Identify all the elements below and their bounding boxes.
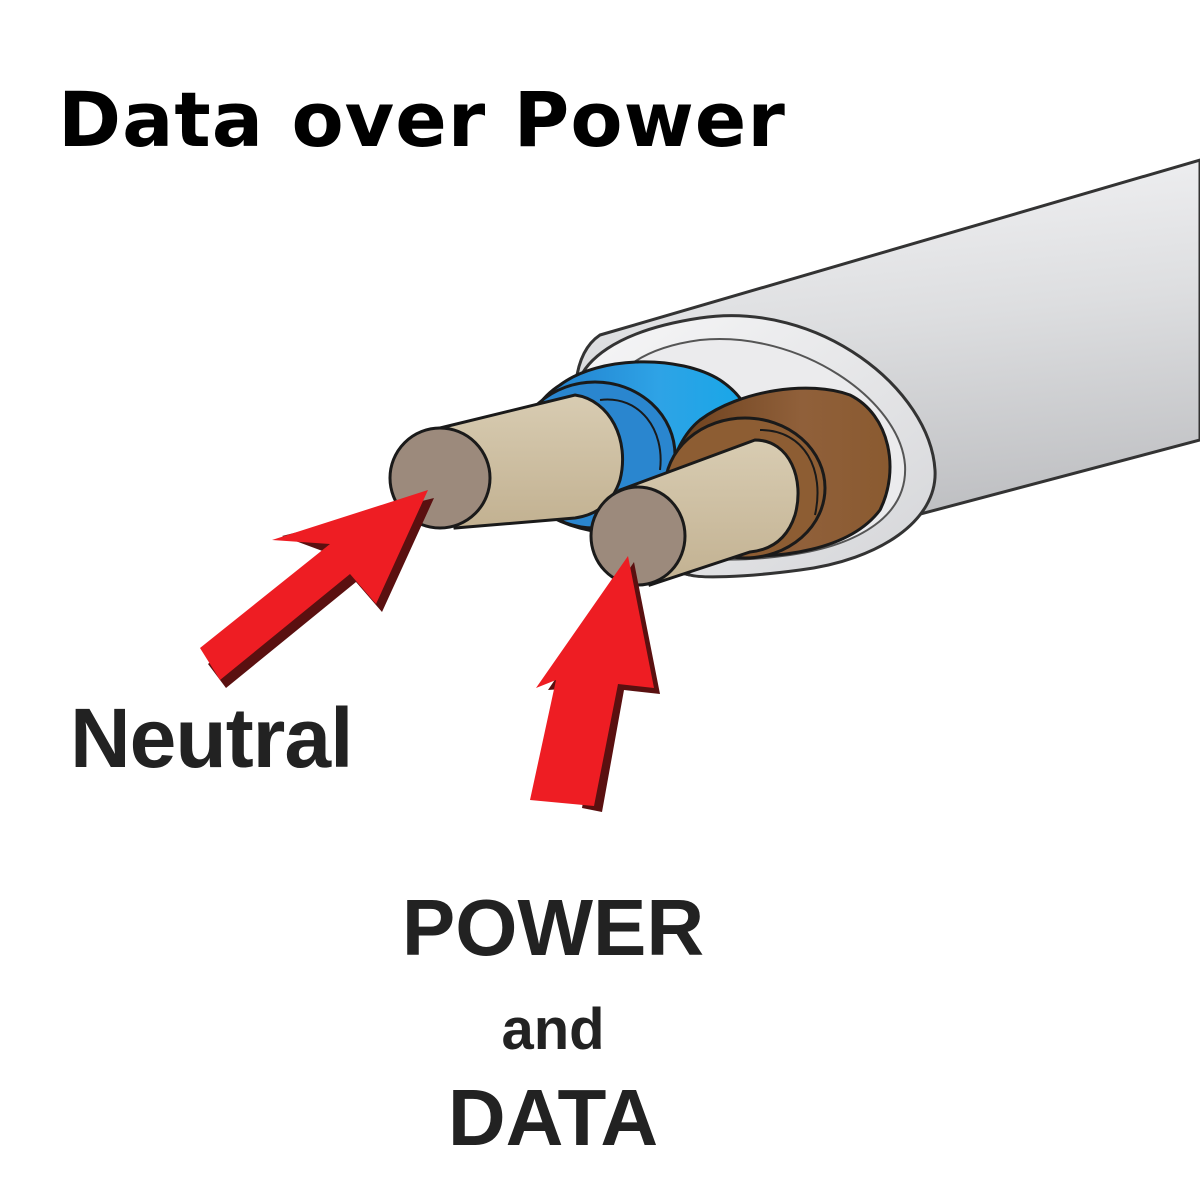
power-data-arrow-fill [530,556,654,806]
page-title: Data over Power [58,75,786,164]
neutral-arrow [200,490,434,688]
data-label: DATA [447,1073,659,1162]
neutral-arrow-fill [200,490,428,680]
power-data-arrow [530,556,660,812]
live-conductor-end [589,485,687,587]
neutral-label: Neutral [70,691,353,785]
live-conductor [589,438,800,587]
and-label: and [501,997,605,1062]
power-label: POWER [401,883,705,972]
